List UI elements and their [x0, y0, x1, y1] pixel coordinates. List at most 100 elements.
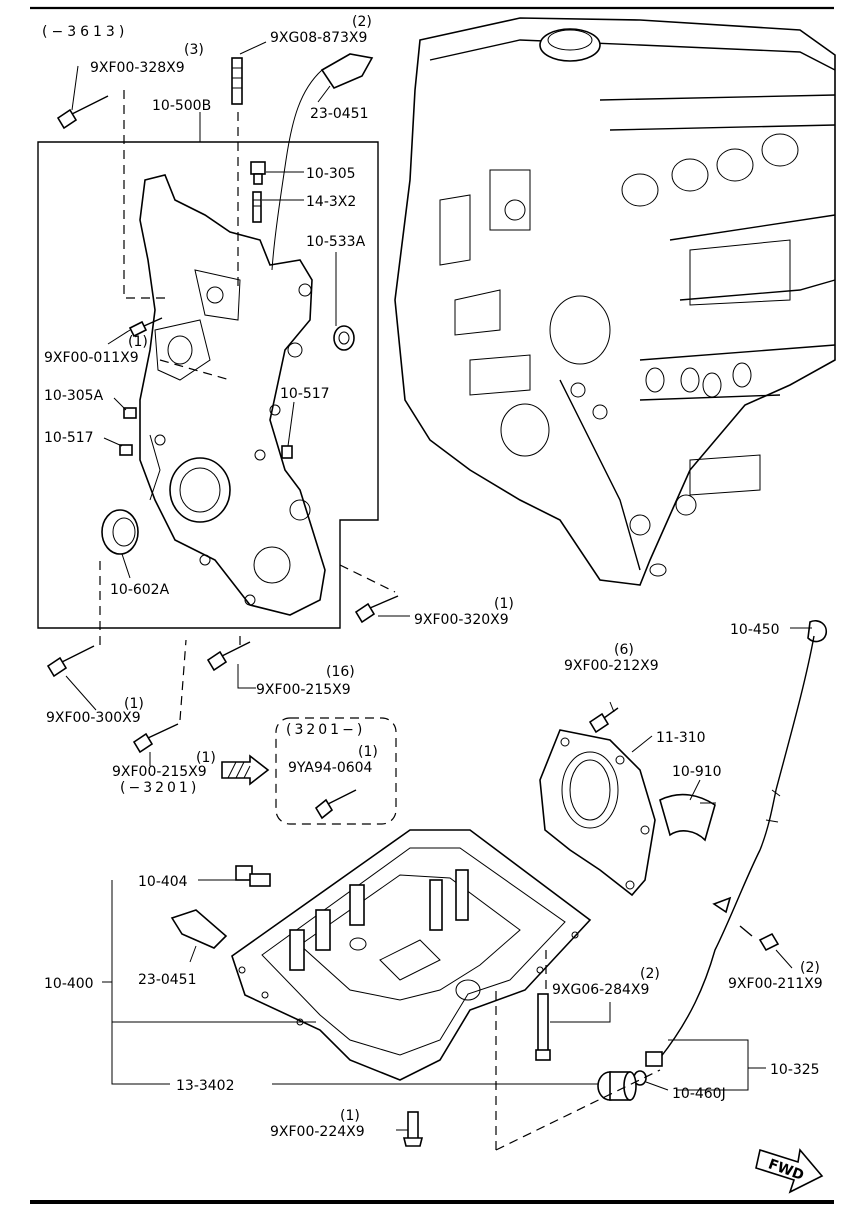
- baffle-plug-shape: [597, 1071, 637, 1101]
- leader-0451-top: [317, 85, 331, 103]
- qty-224: (1): [340, 1108, 360, 1124]
- label-873: 9XG08-873X9: [270, 30, 367, 46]
- leader-910: [689, 779, 701, 801]
- label-212: 9XF00-212X9: [564, 658, 659, 674]
- leader-328: [71, 65, 79, 111]
- replacement-arrow: [221, 754, 270, 786]
- leader-873: [239, 41, 267, 55]
- sealant-tube-pan-shape: [170, 909, 228, 949]
- leader-011: [107, 329, 131, 345]
- qty-011: (1): [128, 334, 148, 350]
- bolt-224-shape: [402, 1111, 424, 1147]
- range-ya94: (3201−): [286, 722, 365, 738]
- pin-right-shape: [281, 445, 293, 459]
- front-cover-illustration: [139, 174, 326, 616]
- label-602a: 10-602A: [110, 582, 170, 598]
- leader-602a: [121, 553, 131, 579]
- bolt-215-1-shape: [132, 723, 179, 754]
- label-0451-top: 23-0451: [310, 106, 369, 122]
- label-500b: 10-500B: [152, 98, 211, 114]
- bolt-215-16-shape: [206, 641, 251, 672]
- qty-873: (2): [352, 14, 372, 30]
- leader-460j: [645, 1081, 669, 1091]
- oil-pan-illustration: [231, 829, 592, 1081]
- label-3402: 13-3402: [176, 1078, 235, 1094]
- half-ring-shape: [659, 793, 716, 842]
- label-320: 9XF00-320X9: [414, 612, 509, 628]
- bolt-211-shape: [739, 925, 780, 952]
- leader-305a: [113, 397, 127, 411]
- variant-box-3201: [275, 717, 397, 825]
- label-404: 10-404: [138, 874, 188, 890]
- leader-215-16: [237, 664, 256, 689]
- label-533a: 10-533A: [306, 234, 366, 250]
- bolt-ya94-shape: [314, 789, 357, 820]
- guide-dash-7: [179, 639, 187, 721]
- cylinder-block-illustration: [394, 17, 836, 586]
- bolt-212-shape: [588, 707, 619, 734]
- leader-517r: [287, 401, 295, 447]
- label-400: 10-400: [44, 976, 94, 992]
- stud-14-3x2-shape: [252, 191, 262, 223]
- qty-215-1: (1): [196, 750, 216, 766]
- label-211: 9XF00-211X9: [728, 976, 823, 992]
- leader-0451-pan: [189, 945, 197, 963]
- qty-300: (1): [124, 696, 144, 712]
- qty-215-16: (16): [326, 664, 355, 680]
- label-011: 9XF00-011X9: [44, 350, 139, 366]
- label-ya94: 9YA94-0604: [288, 760, 373, 776]
- dipstick-illustration: [759, 619, 828, 851]
- guide-dash-pan: [495, 1069, 661, 1151]
- label-215-1: 9XF00-215X9: [112, 764, 207, 780]
- label-284: 9XG06-284X9: [552, 982, 649, 998]
- bolt-328-shape: [56, 95, 109, 130]
- qty-211: (2): [800, 960, 820, 976]
- front-seal-shape: [101, 509, 139, 555]
- label-517-right: 10-517: [280, 386, 330, 402]
- label-14-3x2: 14-3X2: [306, 194, 356, 210]
- label-517-left: 10-517: [44, 430, 94, 446]
- leader-300: [65, 675, 97, 711]
- label-11-310: 11-310: [656, 730, 706, 746]
- seal-10-533a-shape: [333, 325, 355, 351]
- label-305a: 10-305A: [44, 388, 104, 404]
- label-224: 9XF00-224X9: [270, 1124, 365, 1140]
- leader-11-310: [631, 735, 653, 753]
- rear-cover-illustration: [539, 729, 656, 897]
- label-305: 10-305: [306, 166, 356, 182]
- drain-plug-shape: [235, 865, 271, 887]
- range-215-1: (−3201): [120, 780, 199, 796]
- front-cover-group-box: [37, 141, 379, 629]
- dowel-873-shape: [231, 57, 243, 105]
- label-450: 10-450: [730, 622, 780, 638]
- fwd-arrow-icon: [755, 1148, 824, 1194]
- qty-ya94: (1): [358, 744, 378, 760]
- label-300: 9XF00-300X9: [46, 710, 141, 726]
- qty-320: (1): [494, 596, 514, 612]
- label-0451-pan: 23-0451: [138, 972, 197, 988]
- guide-dash-4: [339, 564, 396, 593]
- leader-517l: [103, 437, 123, 447]
- label-328: 9XF00-328X9: [90, 60, 185, 76]
- bolt-300-shape: [46, 645, 95, 678]
- sealant-tube-top-shape: [271, 53, 374, 271]
- stud-pan-shape: [535, 993, 551, 1061]
- label-910: 10-910: [672, 764, 722, 780]
- qty-328: (3): [184, 42, 204, 58]
- leader-211: [775, 949, 793, 969]
- qty-212: (6): [614, 642, 634, 658]
- header-range: (−3613): [42, 24, 128, 40]
- bolt-011-shape: [128, 317, 163, 338]
- bolt-320-shape: [354, 595, 399, 624]
- plug-305a-shape: [123, 407, 137, 419]
- bracket-325: [668, 1039, 749, 1091]
- guide-dash-3: [159, 359, 231, 381]
- leader-212: [609, 701, 615, 713]
- qty-284: (2): [640, 966, 660, 982]
- label-215-16: 9XF00-215X9: [256, 682, 351, 698]
- leader-284: [550, 1002, 611, 1023]
- label-460j: 10-460J: [672, 1086, 726, 1102]
- callout-labels: (3) 9XF00-328X9 (2) 9XG08-873X9 23-0451 …: [44, 14, 823, 1184]
